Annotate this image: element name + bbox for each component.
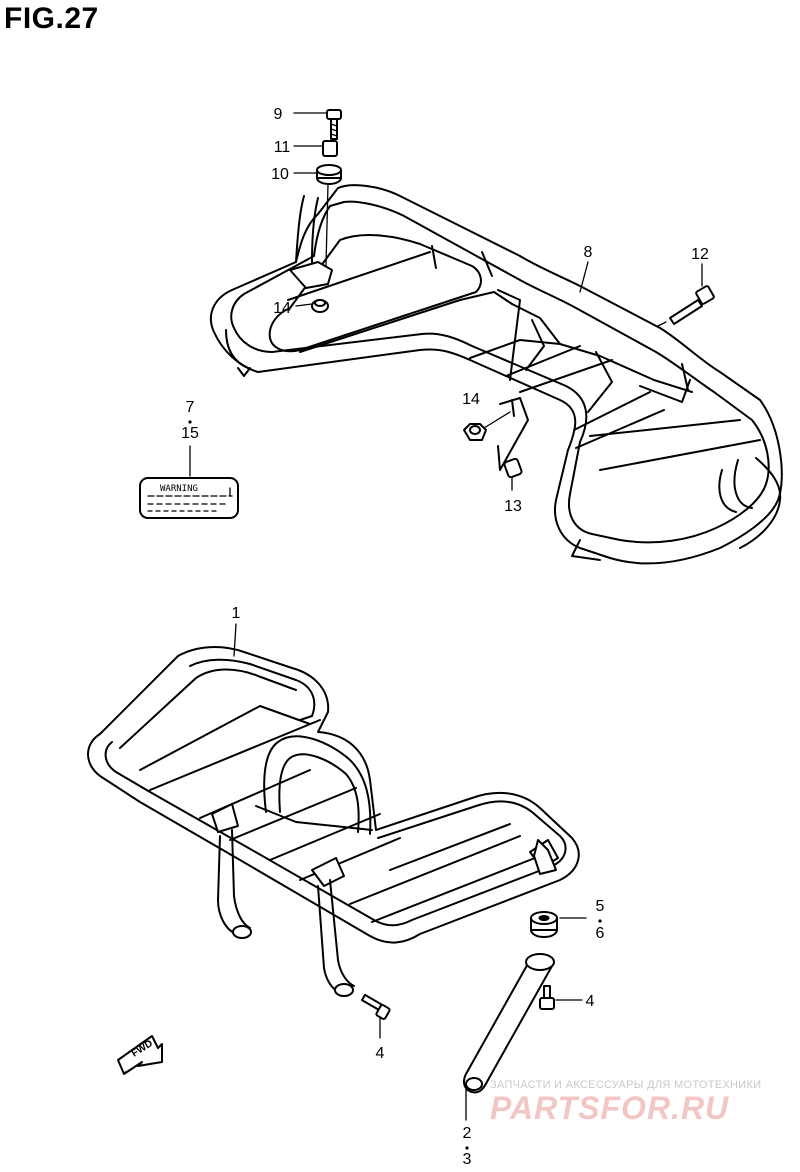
fwd-arrow: FWD	[117, 1035, 163, 1075]
nut-5	[530, 911, 558, 938]
bolt-4-right	[539, 985, 555, 1010]
callout-14-lower: 14	[462, 391, 480, 408]
nut-14-lower	[463, 423, 487, 441]
callout-8: 8	[584, 244, 593, 261]
callout-14-upper: 14	[273, 300, 291, 317]
collar-11	[322, 140, 338, 157]
collar-13	[503, 457, 523, 479]
callout-15: 15	[181, 425, 199, 442]
bolt-12	[657, 285, 715, 327]
callout-4-right: 4	[586, 993, 595, 1010]
callout-2: 2	[463, 1125, 472, 1142]
warning-label-text: WARNING	[160, 484, 198, 494]
front-carrier	[87, 646, 580, 997]
callout-7: 7	[186, 399, 195, 416]
rear-carrier	[209, 184, 783, 565]
callout-5: 5	[596, 898, 605, 915]
callout-numbers: 9 11 10 8 12 14 14 7 15 13 1 5 6 4 4 2 3	[181, 106, 709, 1168]
warning-label-graphic: WARNING	[139, 477, 239, 519]
watermark-tagline: ЗАПЧАСТИ И АКСЕССУАРЫ ДЛЯ МОТОТЕХНИКИ	[490, 1079, 762, 1091]
callout-6: 6	[596, 925, 605, 942]
figure-title: FIG.27	[4, 2, 99, 35]
watermark-brand: PARTSFOR.RU	[490, 1090, 730, 1126]
nut-14-upper	[311, 299, 329, 313]
callout-9: 9	[274, 106, 283, 123]
callout-11: 11	[274, 139, 291, 156]
callout-dot-5-6	[598, 919, 602, 923]
callout-13: 13	[504, 498, 522, 515]
bolt-4-left	[360, 993, 391, 1020]
callout-1: 1	[232, 605, 241, 622]
callout-dot-2-3	[465, 1146, 469, 1150]
leader-lines	[233, 112, 703, 1121]
callout-10: 10	[271, 166, 289, 183]
bolt-9	[326, 109, 342, 140]
callout-4-left: 4	[376, 1045, 385, 1062]
grommet-10	[316, 164, 342, 185]
stay-2	[463, 953, 555, 1094]
callout-12: 12	[691, 246, 709, 263]
callout-dot-7-15	[188, 420, 192, 424]
callout-3: 3	[463, 1151, 472, 1168]
